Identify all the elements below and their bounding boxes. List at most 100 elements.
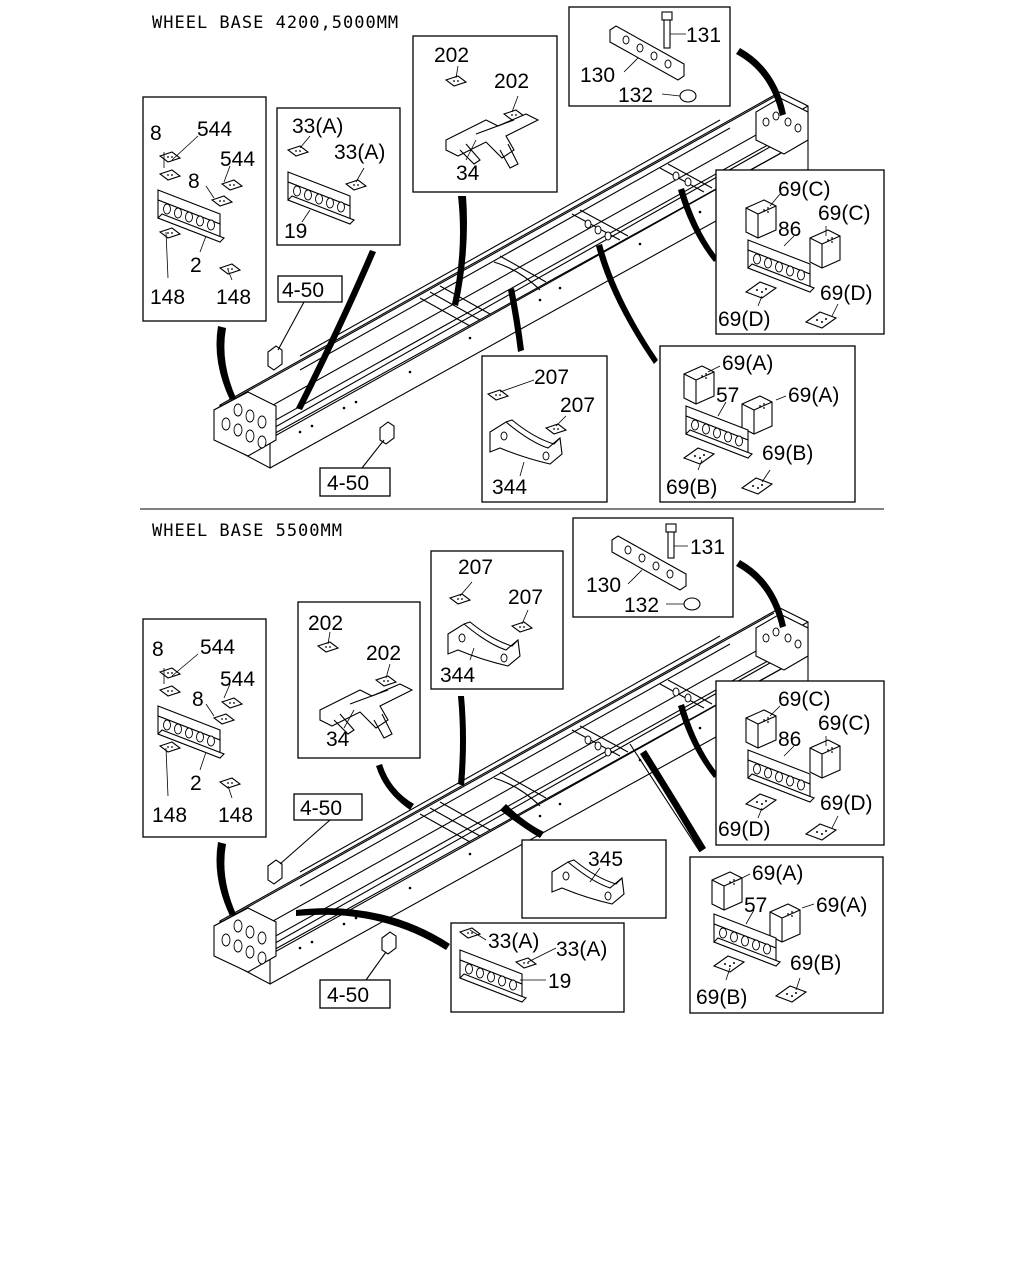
inset-crossmember-19: 33(A) 33(A) 19: [276, 107, 401, 246]
part-number: 33(A): [488, 930, 539, 953]
part-number: 345: [588, 848, 623, 871]
part-number: 69(B): [666, 476, 717, 499]
part-number: 8: [152, 638, 164, 661]
leader-345: [500, 804, 544, 838]
ref-leader: [277, 301, 305, 351]
inset-crossmember-34: 202 202 34: [297, 601, 421, 759]
leader-rear: [736, 48, 786, 116]
leader-19: [296, 908, 450, 950]
ref-box-label: 4-50: [327, 472, 369, 495]
inset-rear-bracket: 131 130 132: [572, 517, 734, 618]
ref-box[interactable]: [293, 793, 363, 821]
part-number: 130: [586, 574, 621, 597]
inset-front-crossmember: 8 544 544 8 2 148 148: [142, 618, 267, 838]
part-number: 69(C): [818, 712, 871, 735]
part-number: 69(B): [790, 952, 841, 975]
part-number: 69(D): [718, 818, 771, 841]
part-number: 86: [778, 218, 801, 241]
part-number: 131: [690, 536, 725, 559]
leader-front: [216, 842, 236, 916]
part-number: 33(A): [334, 141, 385, 164]
leader-57: [640, 750, 706, 852]
leader-86: [678, 188, 718, 262]
part-number: 69(A): [816, 894, 867, 917]
ref-leader: [365, 951, 387, 981]
mount-bracket: [267, 345, 283, 371]
part-number: 2: [190, 772, 202, 795]
part-number: 131: [686, 24, 721, 47]
inset-rear-bracket: 131 130 132: [568, 6, 731, 107]
ref-box[interactable]: [319, 467, 391, 497]
leader-344: [508, 288, 524, 352]
part-number: 132: [618, 84, 653, 107]
part-number: 8: [188, 170, 200, 193]
part-number: 69(A): [752, 862, 803, 885]
leader-344: [458, 696, 466, 786]
ref-box[interactable]: [277, 275, 343, 303]
part-number: 148: [218, 804, 253, 827]
inset-crossmember-345: 345: [521, 839, 667, 919]
part-number: 69(D): [820, 282, 873, 305]
section-title: WHEEL BASE 5500MM: [152, 521, 343, 541]
inset-crossmember-344: 207 207 344: [481, 355, 608, 503]
part-number: 132: [624, 594, 659, 617]
part-number: 2: [190, 254, 202, 277]
part-number: 207: [508, 586, 543, 609]
ref-box-label: 4-50: [282, 279, 324, 302]
part-number: 148: [150, 286, 185, 309]
mount-bracket: [267, 859, 283, 885]
leader-34: [452, 196, 467, 306]
part-number: 8: [192, 688, 204, 711]
leader-57: [596, 244, 658, 364]
leader-front: [216, 326, 236, 400]
leader-19: [296, 250, 376, 410]
ref-box-label: 4-50: [300, 797, 342, 820]
mount-bracket: [379, 421, 395, 445]
section-wheelbase-4200-5000: WHEEL BASE 4200,5000MM 4-50 4-50: [142, 6, 885, 503]
part-number: 69(A): [722, 352, 773, 375]
inset-crossmember-86: 69(C) 69(C) 86 69(D) 69(D): [715, 680, 885, 846]
part-number: 148: [152, 804, 187, 827]
part-number: 86: [778, 728, 801, 751]
part-number: 69(A): [788, 384, 839, 407]
section-title: WHEEL BASE 4200,5000MM: [152, 13, 399, 33]
part-number: 8: [150, 122, 162, 145]
ref-leader: [279, 819, 331, 865]
mount-bracket: [381, 931, 397, 955]
inset-crossmember-57: 69(A) 57 69(A) 69(B) 69(B): [689, 856, 884, 1014]
part-number: 69(D): [820, 792, 873, 815]
leader-86: [678, 704, 718, 778]
part-number: 69(C): [818, 202, 871, 225]
part-number: 57: [716, 384, 739, 407]
part-number: 207: [458, 556, 493, 579]
part-number: 69(B): [696, 986, 747, 1009]
part-number: 544: [197, 118, 232, 141]
leader-rear: [736, 560, 786, 628]
part-number: 33(A): [556, 938, 607, 961]
ref-box-label: 4-50: [327, 984, 369, 1007]
inset-crossmember-344: 207 207 344: [430, 550, 564, 690]
inset-crossmember-34: 202 202 34: [412, 35, 558, 193]
part-number: 202: [308, 612, 343, 635]
section-wheelbase-5500: WHEEL BASE 5500MM 4-50 4-50: [142, 517, 885, 1014]
part-number: 344: [492, 476, 527, 499]
part-number: 207: [560, 394, 595, 417]
leader-34: [376, 764, 414, 810]
part-number: 69(C): [778, 688, 831, 711]
ref-box[interactable]: [319, 979, 391, 1009]
part-number: 544: [220, 148, 255, 171]
part-number: 34: [326, 728, 350, 751]
part-number: 202: [434, 44, 469, 67]
part-number: 33(A): [292, 115, 343, 138]
part-number: 202: [366, 642, 401, 665]
part-number: 202: [494, 70, 529, 93]
part-number: 69(D): [718, 308, 771, 331]
part-number: 34: [456, 162, 480, 185]
part-number: 69(B): [762, 442, 813, 465]
part-number: 19: [548, 970, 571, 993]
leader-57: [629, 743, 701, 853]
inset-crossmember-19: 33(A) 33(A) 19: [450, 922, 625, 1013]
part-number: 544: [220, 668, 255, 691]
part-number: 57: [744, 894, 767, 917]
